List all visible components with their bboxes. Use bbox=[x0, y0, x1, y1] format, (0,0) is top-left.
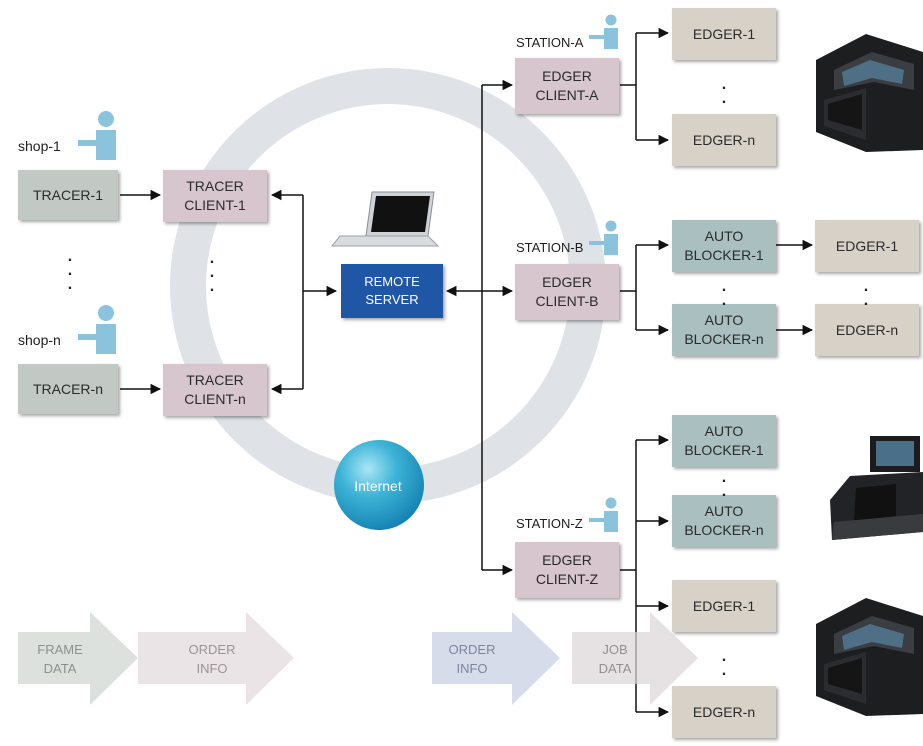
shop-n-label: shop-n bbox=[18, 332, 61, 348]
edger-client-a-box: EDGER CLIENT-A bbox=[515, 58, 619, 114]
edger-client-z-box: EDGER CLIENT-Z bbox=[515, 542, 619, 598]
station-a-ellipsis: . . bbox=[721, 76, 727, 107]
station-b-edger-ellipsis: . . bbox=[863, 278, 869, 309]
job-data-label: JOB DATA bbox=[598, 642, 632, 676]
tracer-ellipsis: . . . bbox=[67, 248, 73, 293]
tracer-1-box: TRACER-1 bbox=[18, 170, 118, 220]
laptop-icon bbox=[330, 191, 440, 247]
person-icon bbox=[589, 220, 618, 255]
legend-arrows bbox=[18, 612, 698, 705]
tracer-n-box: TRACER-n bbox=[18, 364, 118, 414]
station-z-blocker-ellipsis: . . bbox=[721, 469, 727, 500]
tracer-client-1-box: TRACER CLIENT-1 bbox=[163, 170, 267, 222]
client-ellipsis: . . . bbox=[209, 250, 215, 295]
shop-1-label: shop-1 bbox=[18, 138, 61, 154]
job-data-arrow bbox=[572, 612, 698, 705]
station-z-edger-ellipsis: . . bbox=[721, 648, 727, 679]
station-b-auto-blocker-n-box: AUTO BLOCKER-n bbox=[672, 304, 776, 356]
station-b-auto-blocker-1-box: AUTO BLOCKER-1 bbox=[672, 220, 776, 272]
station-a-label: STATION-A bbox=[516, 35, 584, 50]
station-z-edger-n-box: EDGER-n bbox=[672, 686, 776, 738]
internet-globe bbox=[334, 440, 424, 530]
frame-data-label: FRAME DATA bbox=[37, 642, 83, 676]
edger-machine-image-2 bbox=[816, 598, 923, 716]
person-icon bbox=[589, 14, 618, 49]
station-b-edger-1-box: EDGER-1 bbox=[815, 220, 919, 272]
station-z-edger-1-box: EDGER-1 bbox=[672, 580, 776, 632]
order-info-label-1: ORDER INFO bbox=[188, 642, 236, 676]
order-info-label-2: ORDER INFO bbox=[448, 642, 496, 676]
tracer-client-n-box: TRACER CLIENT-n bbox=[163, 364, 267, 416]
person-icon bbox=[78, 305, 116, 354]
station-z-label: STATION-Z bbox=[516, 516, 583, 531]
person-icon bbox=[589, 497, 618, 532]
order-info-arrow-2 bbox=[432, 612, 560, 705]
remote-server-box: REMOTE SERVER bbox=[341, 264, 443, 318]
station-a-edger-1-box: EDGER-1 bbox=[672, 8, 776, 60]
station-b-label: STATION-B bbox=[516, 240, 584, 255]
order-info-arrow-1 bbox=[138, 612, 294, 705]
station-b-blocker-ellipsis: . . bbox=[721, 278, 727, 309]
edger-machine-image bbox=[816, 34, 923, 152]
station-z-auto-blocker-n-box: AUTO BLOCKER-n bbox=[672, 495, 776, 547]
station-z-auto-blocker-1-box: AUTO BLOCKER-1 bbox=[672, 415, 776, 467]
station-b-edger-n-box: EDGER-n bbox=[815, 304, 919, 356]
person-icon bbox=[78, 111, 116, 160]
station-a-edger-n-box: EDGER-n bbox=[672, 114, 776, 166]
left-connectors bbox=[120, 27, 814, 718]
internet-label: Internet bbox=[354, 478, 402, 494]
frame-data-arrow bbox=[18, 612, 138, 705]
edger-client-b-box: EDGER CLIENT-B bbox=[515, 264, 619, 320]
auto-blocker-machine-image bbox=[830, 436, 923, 540]
